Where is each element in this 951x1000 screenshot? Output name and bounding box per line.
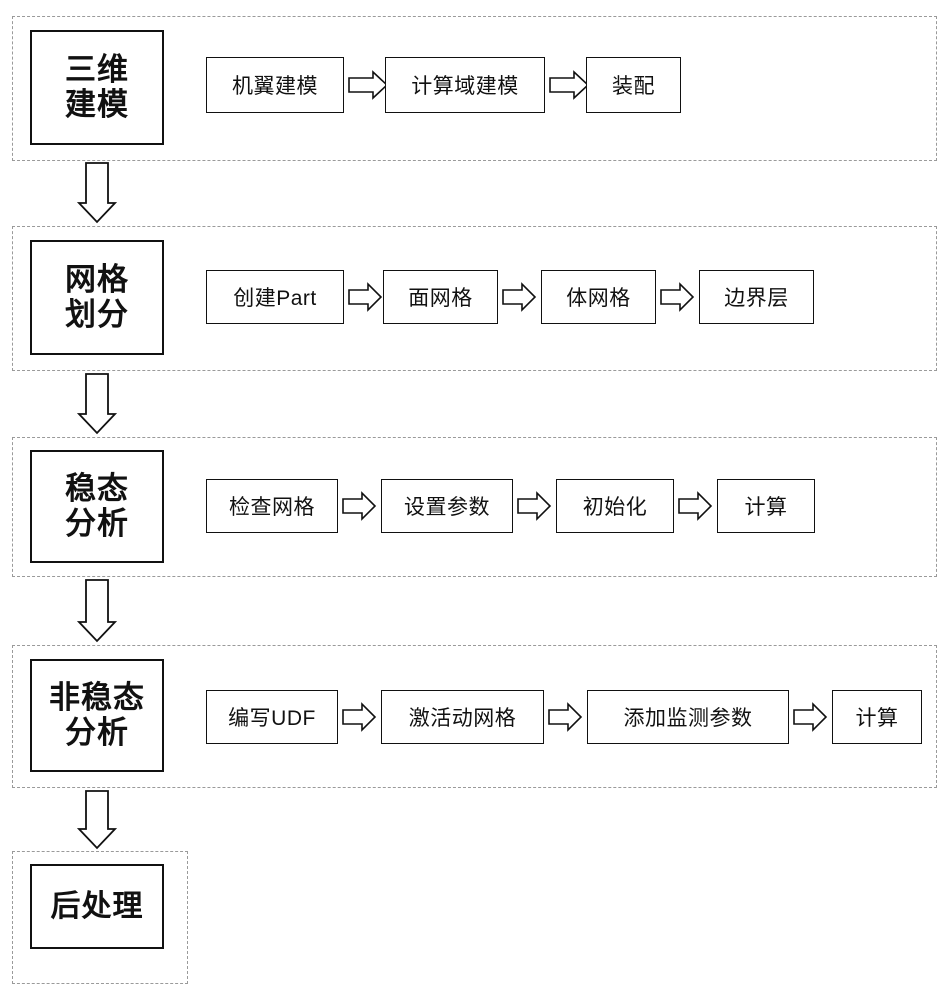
step-box-1-2: 计算域建模: [385, 57, 545, 113]
step-box-2-4: 边界层: [699, 270, 814, 324]
step-box-3-1: 检查网格: [206, 479, 338, 533]
right-arrow-icon: [678, 491, 713, 521]
step-box-3-4: 计算: [717, 479, 815, 533]
right-arrow-icon: [660, 282, 695, 312]
right-arrow-icon: [502, 282, 537, 312]
down-arrow-icon: [76, 162, 118, 224]
step-box-4-4: 计算: [832, 690, 922, 744]
step-box-4-2: 激活动网格: [381, 690, 544, 744]
step-box-2-3: 体网格: [541, 270, 656, 324]
stage-label-1: 三维 建模: [30, 30, 164, 145]
right-arrow-icon: [342, 491, 377, 521]
right-arrow-icon: [549, 70, 590, 100]
step-box-3-3: 初始化: [556, 479, 674, 533]
step-box-1-3: 装配: [586, 57, 681, 113]
step-box-2-2: 面网格: [383, 270, 498, 324]
right-arrow-icon: [342, 702, 377, 732]
step-box-2-1: 创建Part: [206, 270, 344, 324]
down-arrow-icon: [76, 579, 118, 643]
down-arrow-icon: [76, 373, 118, 435]
step-box-4-3: 添加监测参数: [587, 690, 789, 744]
right-arrow-icon: [348, 70, 389, 100]
right-arrow-icon: [793, 702, 828, 732]
stage-label-3: 稳态 分析: [30, 450, 164, 563]
right-arrow-icon: [348, 282, 383, 312]
stage-label-5: 后处理: [30, 864, 164, 949]
down-arrow-icon: [76, 790, 118, 850]
stage-label-2: 网格 划分: [30, 240, 164, 355]
stage-label-4: 非稳态 分析: [30, 659, 164, 772]
right-arrow-icon: [548, 702, 583, 732]
step-box-1-1: 机翼建模: [206, 57, 344, 113]
step-box-4-1: 编写UDF: [206, 690, 338, 744]
right-arrow-icon: [517, 491, 552, 521]
step-box-3-2: 设置参数: [381, 479, 513, 533]
